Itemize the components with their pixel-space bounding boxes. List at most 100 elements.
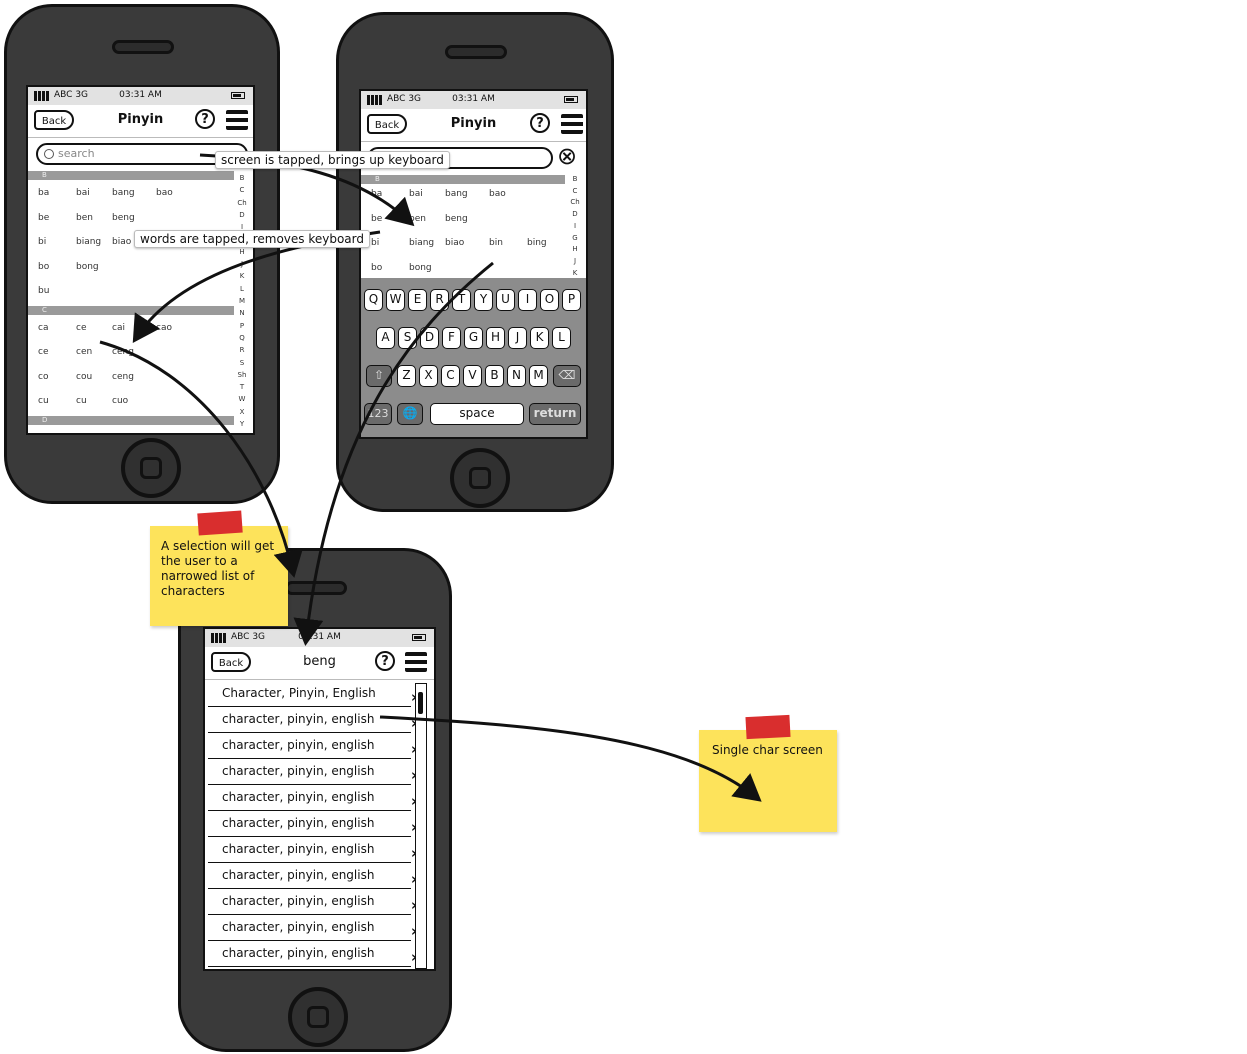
keyboard-key[interactable]: T [452,289,471,311]
pinyin-word[interactable]: beng [112,212,135,223]
keyboard-key[interactable]: W [386,289,405,311]
pinyin-word[interactable]: cou [76,371,93,382]
index-letter[interactable]: G [572,233,578,242]
keyboard-key[interactable]: I [518,289,537,311]
index-letter[interactable]: W [238,395,246,404]
space-key[interactable]: space [430,403,524,425]
pinyin-word[interactable]: biang [409,238,435,248]
pinyin-word[interactable]: bi [371,238,380,248]
index-letter[interactable]: Z [235,432,249,433]
menu-icon[interactable] [561,114,583,134]
index-letter[interactable]: Q [239,333,245,342]
pinyin-word[interactable]: cu [38,396,49,406]
scrollbar-thumb[interactable] [418,692,423,714]
keyboard-key[interactable]: Y [474,289,493,311]
list-item[interactable]: character, pinyin, english› [208,733,417,759]
index-letter[interactable]: M [238,297,246,305]
index-letter[interactable]: X [239,407,245,416]
index-letter[interactable]: J [240,260,244,269]
index-letter[interactable]: I [240,223,244,232]
keyboard-key[interactable]: O [540,289,559,311]
pinyin-word[interactable]: bin [489,238,503,248]
list-item[interactable]: character, pinyin, english› [208,707,417,733]
keyboard-key[interactable]: R [430,289,449,311]
keyboard-key[interactable]: E [408,289,427,311]
pinyin-word[interactable]: biao [445,238,465,248]
keyboard-key[interactable]: X [419,365,438,387]
index-letter[interactable]: L [240,284,244,293]
keyboard-key[interactable]: F [442,327,461,349]
keyboard-key[interactable]: D [420,327,439,349]
back-button[interactable]: Back [34,110,74,130]
list-scrollbar[interactable] [415,683,427,969]
keyboard-key[interactable]: P [562,289,581,311]
index-letter[interactable]: B [572,175,578,183]
list-item[interactable]: character, pinyin, english› [208,915,417,941]
pinyin-word[interactable]: co [38,371,49,382]
index-letter[interactable]: K [239,272,245,281]
clear-search-icon[interactable]: ⊗ [557,142,578,170]
keyboard-key[interactable]: U [496,289,515,311]
menu-icon[interactable] [226,110,248,130]
pinyin-word[interactable]: bang [112,188,135,198]
globe-key-icon[interactable]: 🌐 [397,403,423,425]
pinyin-word[interactable]: bu [38,286,50,296]
pinyin-word[interactable]: be [371,213,383,224]
home-button[interactable] [121,438,181,498]
pinyin-word[interactable]: bao [156,188,173,198]
list-item[interactable]: character, pinyin, english› [208,811,417,837]
index-letter[interactable]: N [239,309,245,318]
pinyin-word[interactable]: biao [112,237,132,247]
index-letter[interactable]: Ch [237,198,247,207]
pinyin-word[interactable]: bong [76,261,99,272]
keyboard-key[interactable]: B [485,365,504,387]
list-item[interactable]: character, pinyin, english› [208,837,417,863]
pinyin-word[interactable]: ceng [112,347,134,357]
pinyin-word[interactable]: bo [38,261,50,272]
pinyin-word[interactable]: biang [76,237,102,247]
index-letter[interactable]: J [573,256,577,265]
menu-icon[interactable] [405,652,427,672]
index-letter[interactable]: S [239,358,245,367]
pinyin-word[interactable]: bing [527,238,547,248]
keyboard-key[interactable]: A [376,327,395,349]
keyboard-key[interactable]: S [398,327,417,349]
numbers-key[interactable]: 123 [364,403,392,425]
index-letter[interactable]: K [572,268,578,277]
list-item[interactable]: character, pinyin, english› [208,941,417,967]
index-letter[interactable]: Sh [237,370,247,379]
pinyin-word[interactable]: cu [76,396,87,406]
pinyin-word[interactable]: ceng [112,371,134,382]
index-letter[interactable]: D [239,210,245,219]
pinyin-word[interactable]: bao [489,189,506,199]
pinyin-word[interactable]: cao [156,322,172,333]
help-icon[interactable]: ? [375,651,395,671]
pinyin-word[interactable]: cen [76,347,93,357]
pinyin-word[interactable]: cai [112,322,125,333]
pinyin-word[interactable]: ba [371,189,383,199]
index-letter[interactable]: I [573,221,577,230]
keyboard-key[interactable]: C [441,365,460,387]
pinyin-word[interactable]: cuo [112,396,129,406]
pinyin-word[interactable]: bai [409,189,423,199]
keyboard-key[interactable]: G [464,327,483,349]
pinyin-word[interactable]: beng [445,213,468,224]
list-item[interactable]: character, pinyin, english› [208,863,417,889]
index-letter[interactable]: C [239,186,245,195]
pinyin-word[interactable]: bang [445,189,468,199]
keyboard-key[interactable]: H [486,327,505,349]
home-button[interactable] [450,448,510,508]
pinyin-word[interactable]: ben [409,213,426,224]
pinyin-word[interactable]: be [38,212,50,223]
keyboard-key[interactable]: V [463,365,482,387]
help-icon[interactable]: ? [195,109,215,129]
index-letter[interactable]: T [239,383,245,392]
search-input[interactable]: search [36,143,248,165]
backspace-key-icon[interactable]: ⌫ [553,365,581,387]
keyboard-key[interactable]: Q [364,289,383,311]
index-letter[interactable]: C [572,186,578,195]
keyboard-key[interactable]: L [552,327,571,349]
keyboard-key[interactable]: Z [397,365,416,387]
list-item[interactable]: character, pinyin, english› [208,759,417,785]
index-letter[interactable]: P [239,321,245,330]
